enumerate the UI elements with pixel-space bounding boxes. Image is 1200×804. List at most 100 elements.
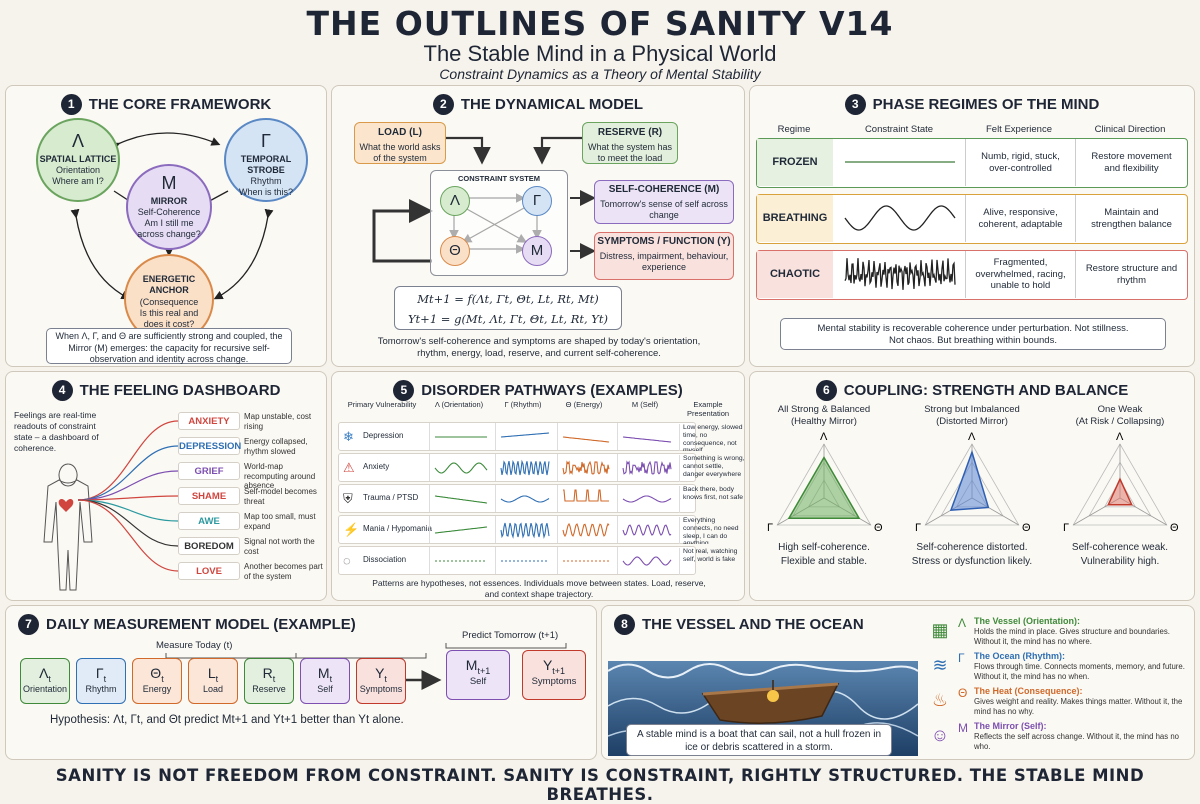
pathway-header: Primary Vulnerability xyxy=(347,400,417,409)
page-subtitle: The Stable Mind in a Physical World xyxy=(423,41,777,66)
predict-symbol: Yt+1 xyxy=(523,657,585,676)
predict-subscript: t+1 xyxy=(552,665,566,676)
equation-m: Mt+1 = f(Λt, Γt, Θt, Lt, Rt, Mt) xyxy=(417,292,599,306)
node-desc: Rhythm xyxy=(250,176,282,186)
pathway-name: Anxiety xyxy=(363,462,390,471)
panel-title: THE FEELING DASHBOARD xyxy=(79,382,281,399)
measure-subscript: t xyxy=(103,673,107,684)
pathway-sparkline xyxy=(495,485,550,512)
predict-glyph: Y xyxy=(542,657,553,673)
radar-caption-1: High self-coherence. xyxy=(778,542,870,553)
dashboard-connector xyxy=(77,420,179,501)
pathway-sparkline xyxy=(617,516,672,543)
pathway-example: Something is wrong, cannot settle, dange… xyxy=(679,455,744,482)
measure-symbol: Λt xyxy=(21,665,69,684)
node-question-2: across change? xyxy=(137,229,201,240)
radar-shape xyxy=(787,455,861,519)
radar-axis-label: Γ xyxy=(1063,522,1069,534)
emotion-desc: Map too small, must expand xyxy=(244,512,316,531)
pathway-sparkline xyxy=(495,547,549,574)
page-title: THE OUTLINES OF SANITY V14 xyxy=(306,4,894,43)
pathway-sparkline xyxy=(429,516,488,543)
emotion-desc: Energy collapsed, rhythm slowed xyxy=(244,437,308,456)
pathway-icon: ⛨ xyxy=(343,491,353,506)
radar-caption-1: Self-coherence distorted. xyxy=(916,542,1028,553)
constraint-wave xyxy=(844,205,956,231)
measure-label: Symptoms xyxy=(359,683,403,694)
lantern xyxy=(767,690,779,702)
reserve-title: RESERVE (R) xyxy=(597,127,663,138)
node-name: SPATIAL LATTICE xyxy=(39,153,117,164)
pathway-header: Θ (Energy) xyxy=(565,400,603,409)
panel-title: THE VESSEL AND THE OCEAN xyxy=(642,616,864,633)
clinical-direction: Restore structure and rhythm xyxy=(1075,251,1187,298)
measure-symbol: Yt xyxy=(357,665,405,684)
pathway-icon: ⚡ xyxy=(343,522,360,537)
panel-number: 2 xyxy=(432,94,454,115)
radar-axis-label: Θ xyxy=(1170,522,1179,534)
pathway-sparkline xyxy=(617,547,672,574)
self-coherence-desc: Tomorrow's sense of self across change xyxy=(600,198,728,220)
pathway-name: Depression xyxy=(363,431,404,440)
legend-title: The Ocean (Rhythm): xyxy=(974,651,1066,661)
phase-note: Mental stability is recoverable coherenc… xyxy=(780,318,1166,350)
legend-glyph: Λ xyxy=(958,616,967,630)
theta-node: Θ xyxy=(440,236,470,266)
measure-glyph: Γ xyxy=(95,665,104,681)
legend-glyph: Θ xyxy=(958,686,968,700)
pathway-icon: ❄ xyxy=(343,429,354,444)
emotion-label: ANXIETY xyxy=(178,412,240,430)
radar-subtitle: (At Risk / Collapsing) xyxy=(1075,416,1165,427)
panel-title: DAILY MEASUREMENT MODEL (EXAMPLE) xyxy=(46,616,356,633)
pathway-sparkline xyxy=(557,485,609,512)
pathway-icon: ◌ xyxy=(343,553,351,568)
regime-name: BREATHING xyxy=(757,195,833,242)
legend-title: The Mirror (Self): xyxy=(974,721,1047,731)
vessel-caption: A stable mind is a boat that can sail, n… xyxy=(626,724,892,756)
pathway-sparkline xyxy=(557,454,610,481)
measure-symbol: Γt xyxy=(77,665,125,684)
emotion-label: LOVE xyxy=(178,562,240,580)
measure-glyph: Λ xyxy=(39,665,49,681)
pathway-sparkline xyxy=(557,516,610,543)
emotion-desc: Another becomes part of the system xyxy=(244,562,323,581)
dashboard-connector xyxy=(77,499,179,522)
node-name: MIRROR xyxy=(150,195,188,206)
node-desc: Orientation xyxy=(55,164,101,175)
panel-title: DISORDER PATHWAYS (EXAMPLES) xyxy=(421,382,683,399)
emotion-label: BOREDOM xyxy=(178,537,240,555)
symptoms-box: SYMPTOMS / FUNCTION (Y)Distress, impairm… xyxy=(594,232,734,280)
pathway-example: Low energy, slowed time, no consequence,… xyxy=(679,424,744,451)
phase-header-regime: Regime xyxy=(777,124,811,135)
radar-caption-2: Flexible and stable. xyxy=(780,556,868,567)
measure-symbol: Rt xyxy=(245,665,293,684)
constraint-wave xyxy=(844,258,956,290)
measure-label: Self xyxy=(317,683,333,694)
pathway-sparkline xyxy=(429,547,487,574)
legend-glyph: Γ xyxy=(958,651,965,665)
legend-desc: Holds the mind in place. Gives structure… xyxy=(974,627,1170,646)
emotion-desc: World-map recomputing around absence xyxy=(244,462,316,491)
radar-axis-label: Θ xyxy=(874,522,883,534)
phase-header-constraint: Constraint State xyxy=(864,124,934,135)
measure-glyph: Y xyxy=(375,665,385,681)
footer-statement: SANITY IS NOT FREEDOM FROM CONSTRAINT. S… xyxy=(55,766,1145,804)
load-title: LOAD (L) xyxy=(378,127,422,138)
equations-box: Mt+1 = f(Λt, Γt, Θt, Lt, Rt, Mt) Yt+1 = … xyxy=(394,286,622,330)
